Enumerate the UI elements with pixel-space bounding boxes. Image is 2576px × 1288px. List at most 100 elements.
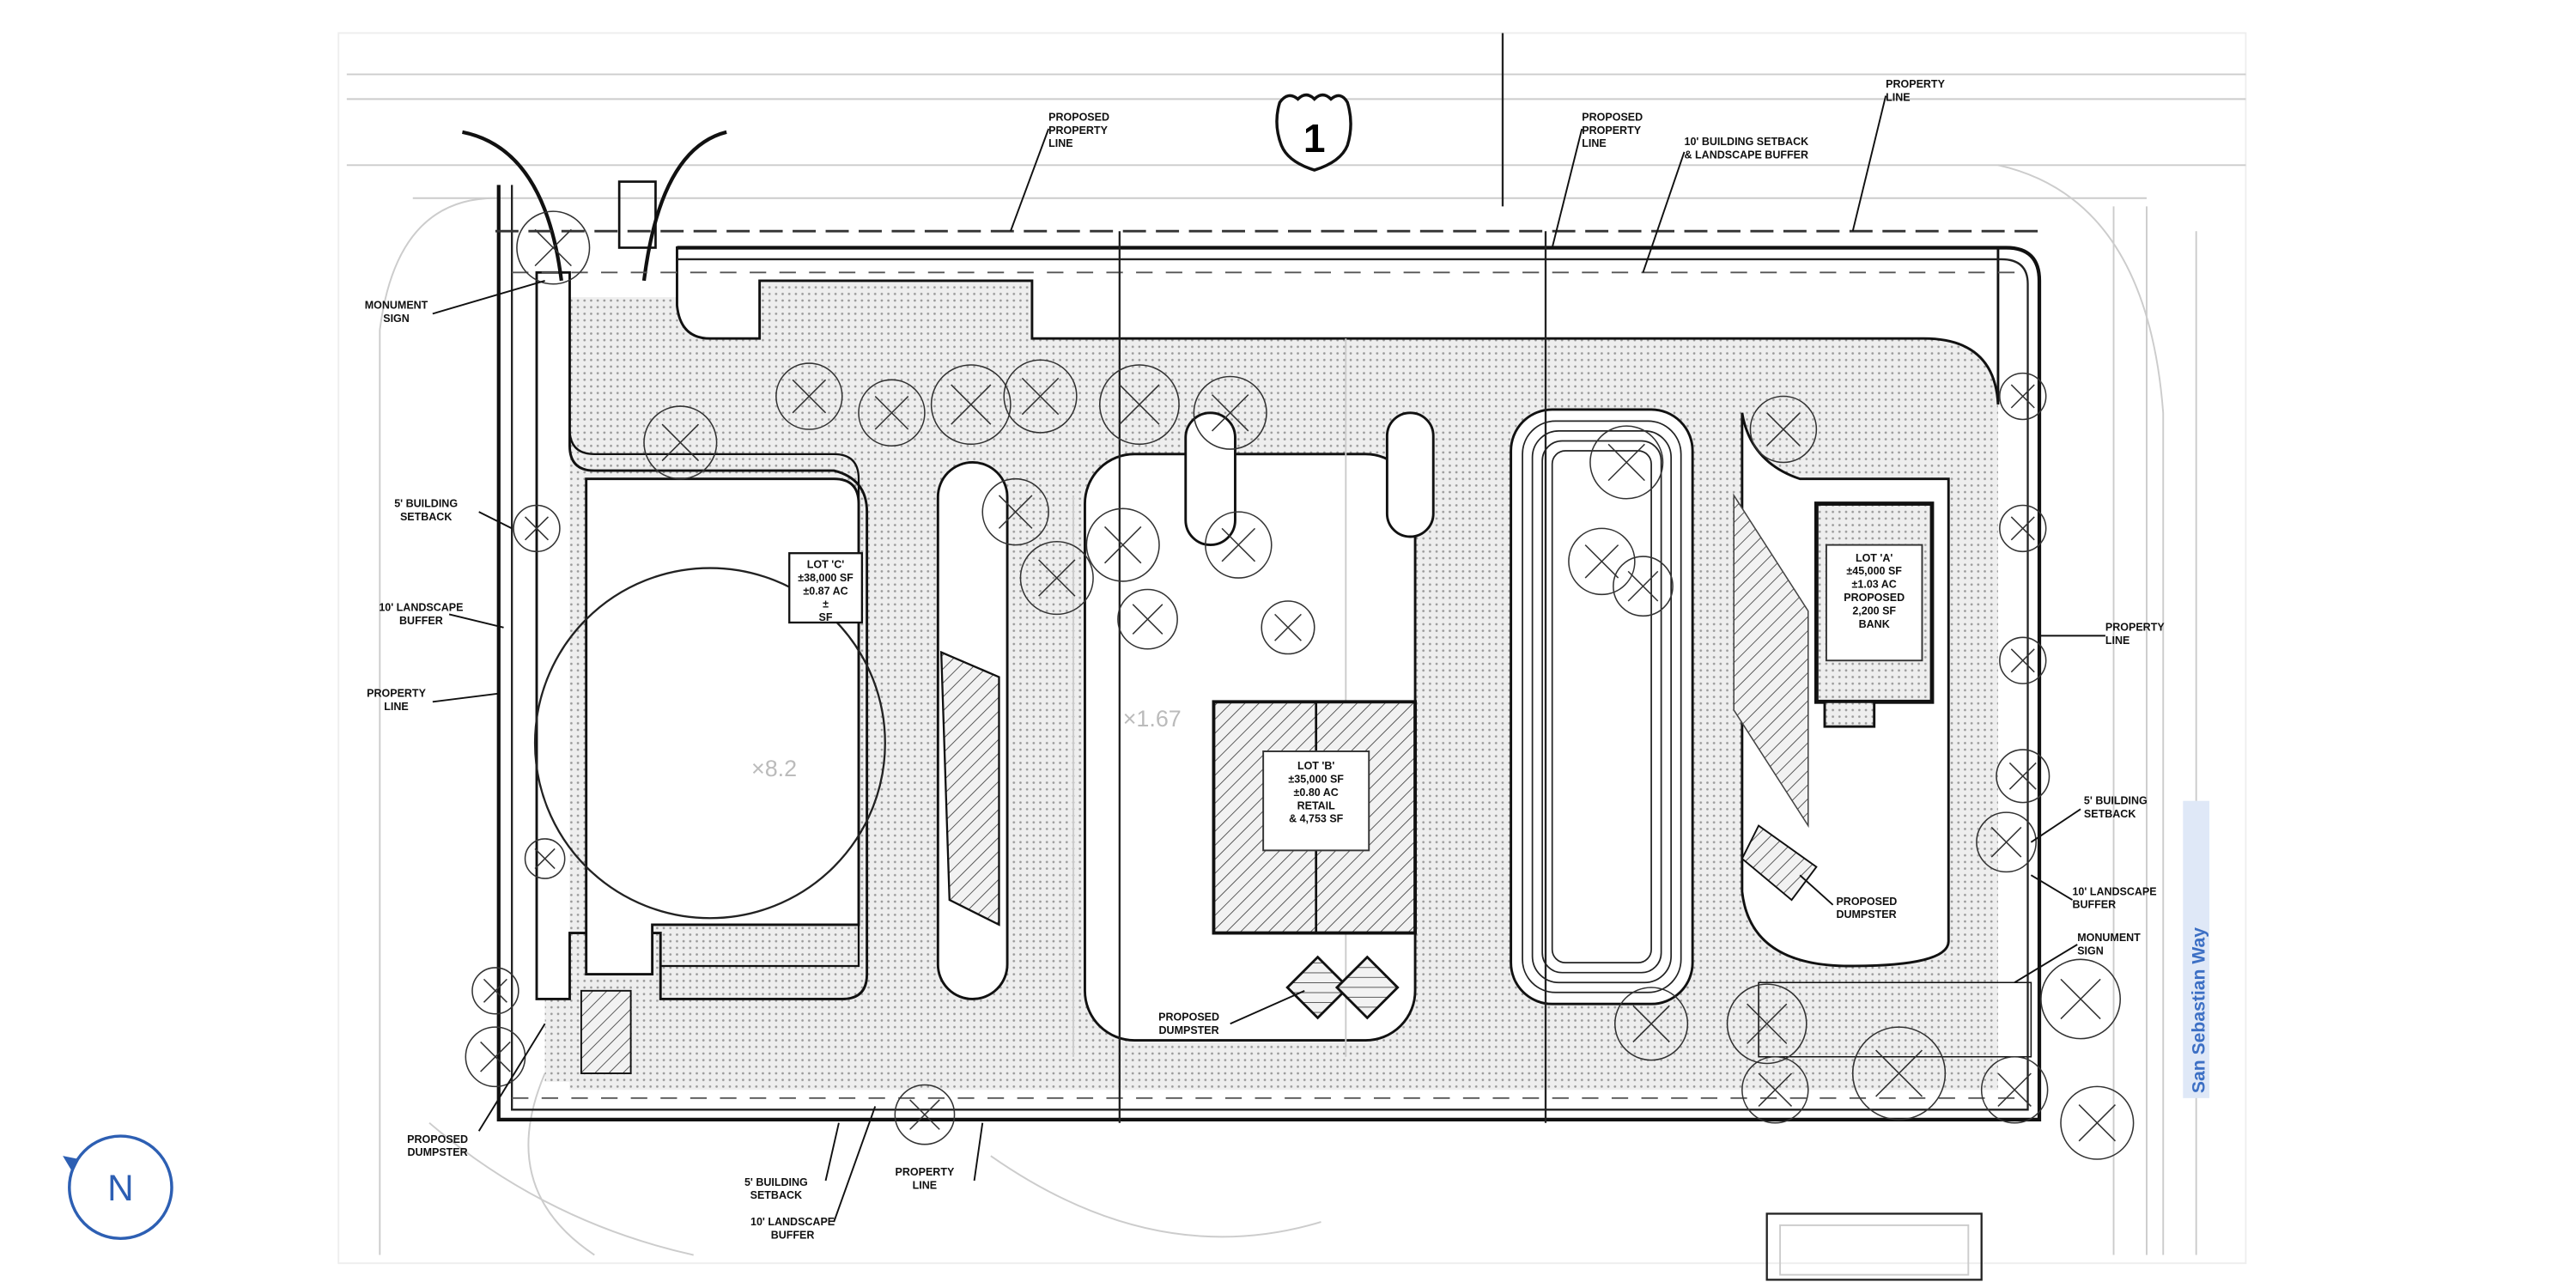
tree-mark	[2010, 648, 2035, 673]
label-line: PROPOSED	[1582, 111, 1643, 123]
label-line: ±0.87 AC	[803, 585, 848, 597]
tree-mark	[1274, 613, 1302, 641]
tree-mark	[1211, 394, 1249, 432]
label-line: DUMPSTER	[1159, 1024, 1219, 1036]
label-line: MONUMENT	[2077, 932, 2141, 944]
label-line: 5' BUILDING	[394, 497, 458, 509]
tree-mark	[2010, 516, 2035, 541]
tree-icon	[1749, 395, 1818, 464]
tree-icon	[1996, 749, 2050, 804]
tree-mark	[1132, 604, 1163, 635]
label-line: ±1.03 AC	[1852, 579, 1897, 591]
label-line: PROPOSED	[1048, 111, 1109, 123]
label-line: BANK	[1859, 618, 1890, 630]
tree-mark	[524, 516, 550, 541]
tree-icon	[1261, 600, 1315, 655]
label-line: SF	[819, 611, 833, 623]
tree-icon	[1999, 636, 2047, 684]
tree-icon	[643, 405, 718, 480]
tree-mark	[909, 1099, 940, 1130]
north-setback-label: 10' BUILDING SETBACK& LANDSCAPE BUFFER	[1685, 136, 1809, 161]
route-1-shield-icon: 1	[1275, 93, 1352, 172]
tree-icon	[1568, 527, 1636, 596]
label-line: PROPERTY	[896, 1166, 955, 1178]
tree-icon	[1205, 511, 1273, 579]
tree-mark	[1607, 443, 1645, 482]
label-line: & LANDSCAPE BUFFER	[1685, 149, 1808, 161]
label-line: 10' LANDSCAPE	[2072, 885, 2156, 897]
label-line: PROPERTY	[2105, 622, 2165, 634]
tree-icon	[471, 967, 519, 1015]
tree-mark	[1632, 1005, 1670, 1043]
tree-icon	[1614, 987, 1689, 1061]
angled-parking	[939, 493, 1818, 927]
label-line: PROPOSED	[1836, 896, 1897, 908]
label-line: PROPOSED	[407, 1133, 468, 1145]
tree-icon	[981, 477, 1049, 546]
tree-icon	[1099, 364, 1180, 446]
tree-mark	[2060, 978, 2101, 1020]
tree-mark	[2010, 384, 2035, 409]
trees	[465, 210, 2135, 1160]
tree-mark	[792, 379, 827, 414]
label-line: RETAIL	[1297, 799, 1336, 811]
tree-icon	[1999, 372, 2047, 421]
label-line: LOT 'C'	[807, 559, 844, 571]
street-name-text: San Sebastian Way	[2189, 927, 2208, 1093]
label-line: ±35,000 SF	[1288, 774, 1344, 786]
label-line: 5' BUILDING	[2084, 795, 2148, 807]
label-line: ±38,000 SF	[798, 572, 854, 584]
label-line: ±45,000 SF	[1846, 565, 1902, 577]
label-line: PROPOSED	[1844, 592, 1905, 604]
label-line: LOT 'B'	[1297, 760, 1334, 772]
street-name: San Sebastian Way	[2183, 800, 2210, 1098]
tree-icon	[1003, 359, 1078, 434]
tree-mark	[1038, 559, 1076, 597]
monument-sign-west-mark	[617, 180, 657, 249]
tree-mark	[1758, 1072, 1793, 1108]
tree-mark	[998, 495, 1033, 529]
label-line: PROPOSED	[1158, 1011, 1219, 1023]
tree-icon	[1085, 507, 1160, 582]
label-line: 2,200 SF	[1852, 605, 1896, 617]
label-line: BUFFER	[399, 615, 443, 627]
route-number: 1	[1303, 116, 1326, 161]
tree-mark	[1584, 544, 1619, 579]
tree-icon	[1613, 556, 1674, 617]
drive-thru-lanes	[1522, 420, 1682, 993]
tree-mark	[483, 978, 507, 1003]
label-line: BUFFER	[771, 1229, 815, 1241]
label-line: LINE	[1048, 137, 1072, 149]
tree-mark	[1221, 527, 1256, 562]
tree-mark	[2078, 1103, 2117, 1142]
tree-mark	[1103, 526, 1142, 564]
label-line: SETBACK	[750, 1189, 802, 1201]
north-arrow-icon: N	[63, 1134, 173, 1241]
lot-b-building	[1212, 700, 1417, 935]
tree-mark	[2008, 762, 2037, 790]
tree-mark	[480, 1041, 511, 1072]
tree-mark	[1766, 412, 1801, 447]
tree-icon	[1999, 504, 2047, 553]
tree-icon	[1976, 811, 2037, 873]
tree-mark	[1627, 570, 1659, 602]
lot-b-dumpsters	[1285, 955, 1400, 1020]
label-line: SIGN	[2077, 945, 2104, 957]
label-line: ±0.80 AC	[1294, 787, 1339, 799]
